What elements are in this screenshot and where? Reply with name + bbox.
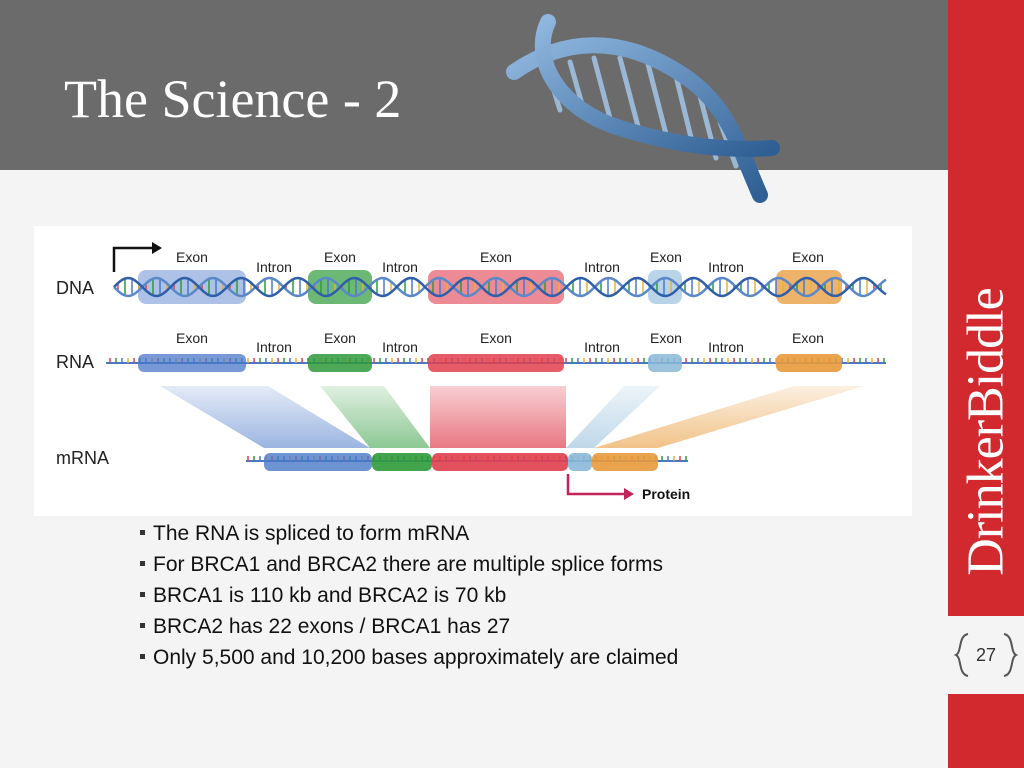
dna-exon-5 xyxy=(776,270,842,304)
mrna-row-label: mRNA xyxy=(56,448,109,468)
bullet-list: The RNA is spliced to form mRNA For BRCA… xyxy=(140,518,678,673)
intron-label: Intron xyxy=(382,339,418,355)
dna-helix-strands xyxy=(113,276,887,298)
exon-label: Exon xyxy=(650,330,682,346)
splice-funnel-5 xyxy=(594,386,864,448)
bracket-icon xyxy=(953,633,1019,677)
exon-label: Exon xyxy=(480,330,512,346)
exon-label: Exon xyxy=(176,330,208,346)
rna-exon-4 xyxy=(648,354,682,372)
protein-label: Protein xyxy=(642,486,690,502)
splice-funnel-4 xyxy=(566,386,660,448)
page-number: 27 xyxy=(975,645,997,665)
intron-label: Intron xyxy=(382,259,418,275)
bullet-item: BRCA1 is 110 kb and BRCA2 is 70 kb xyxy=(140,580,678,611)
intron-label: Intron xyxy=(584,259,620,275)
start-arrow-icon xyxy=(112,246,152,272)
intron-label: Intron xyxy=(256,259,292,275)
dna-row-label: DNA xyxy=(56,278,94,298)
rna-exon-3 xyxy=(428,354,564,372)
bullet-item: For BRCA1 and BRCA2 there are multiple s… xyxy=(140,549,678,580)
mrna-exon-2 xyxy=(372,453,432,471)
bullet-icon xyxy=(140,591,145,597)
exon-label: Exon xyxy=(324,249,356,265)
slide-title: The Science - 2 xyxy=(64,69,402,129)
intron-label: Intron xyxy=(256,339,292,355)
rna-exon-1 xyxy=(138,354,246,372)
exon-label: Exon xyxy=(792,249,824,265)
exon-label: Exon xyxy=(176,249,208,265)
bullet-icon xyxy=(140,529,145,535)
mrna-exon-1 xyxy=(264,453,372,471)
bullet-icon xyxy=(140,560,145,566)
mrna-exon-4 xyxy=(568,453,592,471)
rna-exon-2 xyxy=(308,354,372,372)
mrna-exon-3 xyxy=(432,453,568,471)
rna-exon-5 xyxy=(776,354,842,372)
intron-label: Intron xyxy=(584,339,620,355)
bullet-item: Only 5,500 and 10,200 bases approximatel… xyxy=(140,642,678,673)
bullet-item: The RNA is spliced to form mRNA xyxy=(140,518,678,549)
title-bar xyxy=(0,0,948,170)
splice-funnel-1 xyxy=(160,386,370,448)
rna-row-label: RNA xyxy=(56,352,94,372)
mrna-exon-5 xyxy=(592,453,658,471)
exon-label: Exon xyxy=(324,330,356,346)
brand-logo: DrinkerBiddle xyxy=(957,288,1015,576)
dna-helix-icon xyxy=(506,14,780,203)
bullet-item: BRCA2 has 22 exons / BRCA1 has 27 xyxy=(140,611,678,642)
dna-backbone xyxy=(113,276,887,298)
protein-arrow-icon xyxy=(566,474,626,496)
intron-label: Intron xyxy=(708,259,744,275)
splice-funnel-2 xyxy=(320,386,430,448)
exon-label: Exon xyxy=(480,249,512,265)
intron-label: Intron xyxy=(708,339,744,355)
exon-label: Exon xyxy=(792,330,824,346)
page-number-box: 27 xyxy=(948,616,1024,694)
bullet-icon xyxy=(140,653,145,659)
splicing-figure: DNA RNA mRNA ExonIntronExonIntronExonInt… xyxy=(56,242,887,502)
splice-funnel-3 xyxy=(430,386,566,448)
dna-exon-4 xyxy=(648,270,682,304)
dna-exon-1 xyxy=(138,270,246,304)
dna-backbone xyxy=(113,276,887,298)
bullet-icon xyxy=(140,622,145,628)
exon-label: Exon xyxy=(650,249,682,265)
